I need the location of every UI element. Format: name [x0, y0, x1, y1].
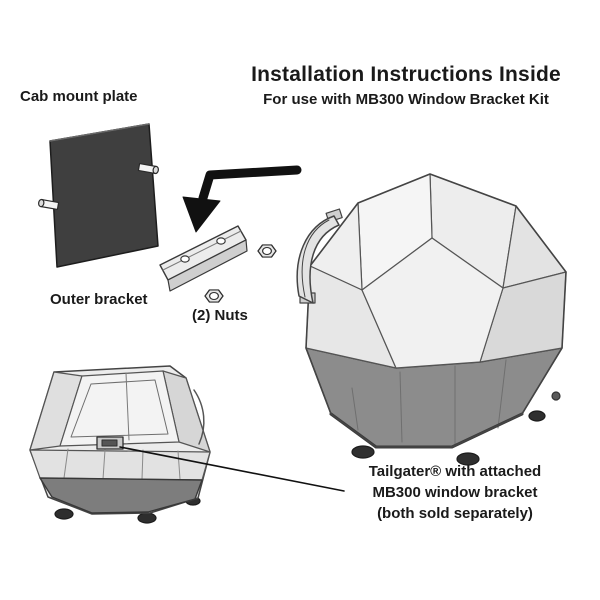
- hex-nut-icon: [257, 244, 277, 258]
- callout-outer-bracket: Outer bracket: [50, 291, 148, 308]
- threaded-stud-icon: [137, 162, 159, 175]
- subtitle: For use with MB300 Window Bracket Kit: [263, 91, 549, 108]
- bracket-latch-icon: [96, 436, 124, 450]
- caption-line-3: (both sold separately): [377, 505, 533, 522]
- side-bolt-icon: [551, 391, 561, 401]
- antenna-foot: [528, 410, 546, 422]
- antenna-foot: [54, 508, 74, 520]
- callout-cab-mount-plate: Cab mount plate: [20, 88, 138, 105]
- cab-mount-plate-figure: [38, 123, 159, 268]
- outer-bracket-figure: [159, 225, 248, 292]
- assembly-direction-arrow: [182, 165, 302, 233]
- main-title: Installation Instructions Inside: [251, 63, 561, 86]
- antenna-foot: [351, 445, 375, 459]
- threaded-stud-icon: [38, 198, 60, 211]
- tailgater-antenna-dome: [296, 173, 567, 466]
- callout-nuts: (2) Nuts: [192, 307, 248, 324]
- antenna-handle: [296, 208, 343, 304]
- caption-line-2: MB300 window bracket: [372, 484, 538, 501]
- antenna-foot: [456, 452, 480, 466]
- header-block: Installation Instructions Inside For use…: [224, 62, 588, 109]
- antenna-foot: [137, 512, 157, 524]
- caption-line-1: Tailgater® with attached: [368, 463, 542, 480]
- caption-block: Tailgater® with attached MB300 window br…: [334, 461, 576, 524]
- window-bracket-panel: [59, 370, 180, 447]
- hex-nut-icon: [204, 289, 224, 303]
- tailgater-antenna-with-bracket: [29, 365, 211, 524]
- caption-leader-line: [119, 446, 345, 492]
